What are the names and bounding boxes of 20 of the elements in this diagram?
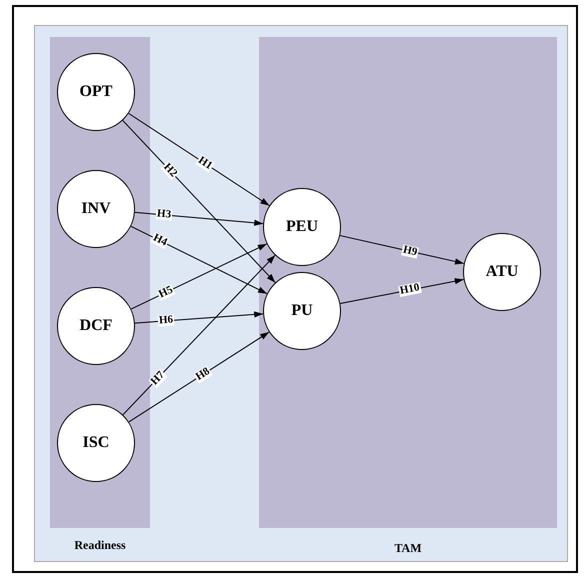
arrow [128, 112, 270, 206]
arrow [134, 311, 264, 324]
construct-label: PU [291, 302, 313, 320]
arrow [130, 226, 268, 294]
construct-label: ATU [486, 263, 518, 281]
construct-label: PEU [286, 218, 318, 236]
arrow [122, 254, 276, 416]
arrow [128, 332, 270, 422]
arrow [130, 243, 268, 310]
construct-label: ISC [82, 434, 110, 452]
construct-label: INV [81, 200, 111, 218]
arrow [122, 120, 276, 284]
construct-label: DCF [80, 317, 112, 335]
arrow [340, 235, 464, 265]
edge-label: H6 [158, 314, 174, 327]
arrow [134, 212, 264, 226]
group-label: TAM [393, 541, 423, 556]
construct-label: OPT [80, 83, 112, 101]
arrow [340, 278, 464, 304]
group-label: Readiness [73, 538, 127, 553]
